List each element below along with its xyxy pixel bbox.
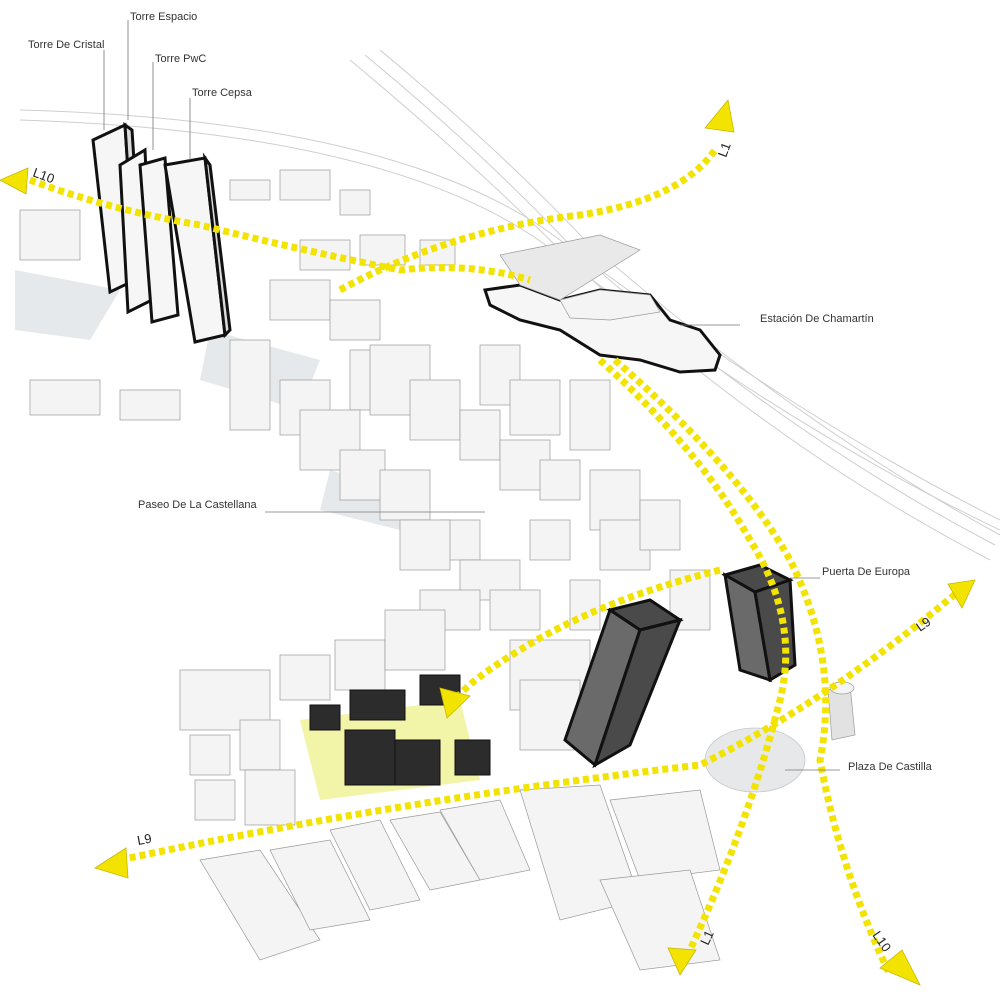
- site-building: [309, 704, 341, 731]
- plaza-circle: [704, 727, 806, 793]
- torre-cepsa-label: Torre Cepsa: [192, 87, 253, 99]
- l1-bottom-label: L1: [697, 928, 717, 947]
- l9-left-label: L9: [136, 831, 153, 848]
- metro-routes: [28, 147, 963, 977]
- puerta-de-europa-label: Puerta De Europa: [822, 566, 911, 578]
- annotations: Torre Espacio Torre De Cristal Torre PwC…: [28, 11, 933, 773]
- site-building: [454, 739, 491, 776]
- l1-top-label: L1: [715, 140, 734, 159]
- l1-bottom-arrowhead: [667, 947, 697, 976]
- l10-bottom-arrowhead: [879, 949, 921, 986]
- plaza-de-castilla-label: Plaza De Castilla: [848, 761, 933, 773]
- puerta-de-europa-tower-right: [721, 563, 797, 683]
- l9-left-arrowhead: [94, 847, 129, 879]
- project-site: [300, 674, 491, 800]
- estacion-de-chamartin-building: [483, 234, 722, 374]
- site-arrowhead: [439, 687, 471, 719]
- torre-pwc-label: Torre PwC: [155, 53, 206, 65]
- obelisk-monument: [827, 681, 856, 741]
- l10-top-label: L10: [31, 165, 57, 187]
- lower-district-blocks: [179, 609, 721, 971]
- route-arrowheads: [0, 99, 976, 986]
- l10-top-arrowhead: [0, 167, 29, 195]
- site-building: [349, 689, 406, 721]
- torre-pwc-building: [138, 156, 180, 324]
- l1-top-arrowhead: [704, 99, 735, 133]
- torre-de-cristal-label: Torre De Cristal: [28, 39, 104, 51]
- site-building: [344, 729, 396, 786]
- city-blocks: [15, 169, 711, 631]
- torre-espacio-label: Torre Espacio: [130, 11, 197, 23]
- l9-right-label: L9: [913, 614, 933, 635]
- puerta-de-europa-tower-left: [563, 598, 684, 769]
- estacion-de-chamartin-label: Estación De Chamartín: [760, 313, 874, 325]
- torre-cepsa-building: [163, 152, 232, 344]
- paseo-de-la-castellana-label: Paseo De La Castellana: [138, 499, 258, 511]
- site-building: [419, 674, 461, 706]
- l9-right-arrowhead: [947, 579, 976, 609]
- site-building: [394, 739, 441, 786]
